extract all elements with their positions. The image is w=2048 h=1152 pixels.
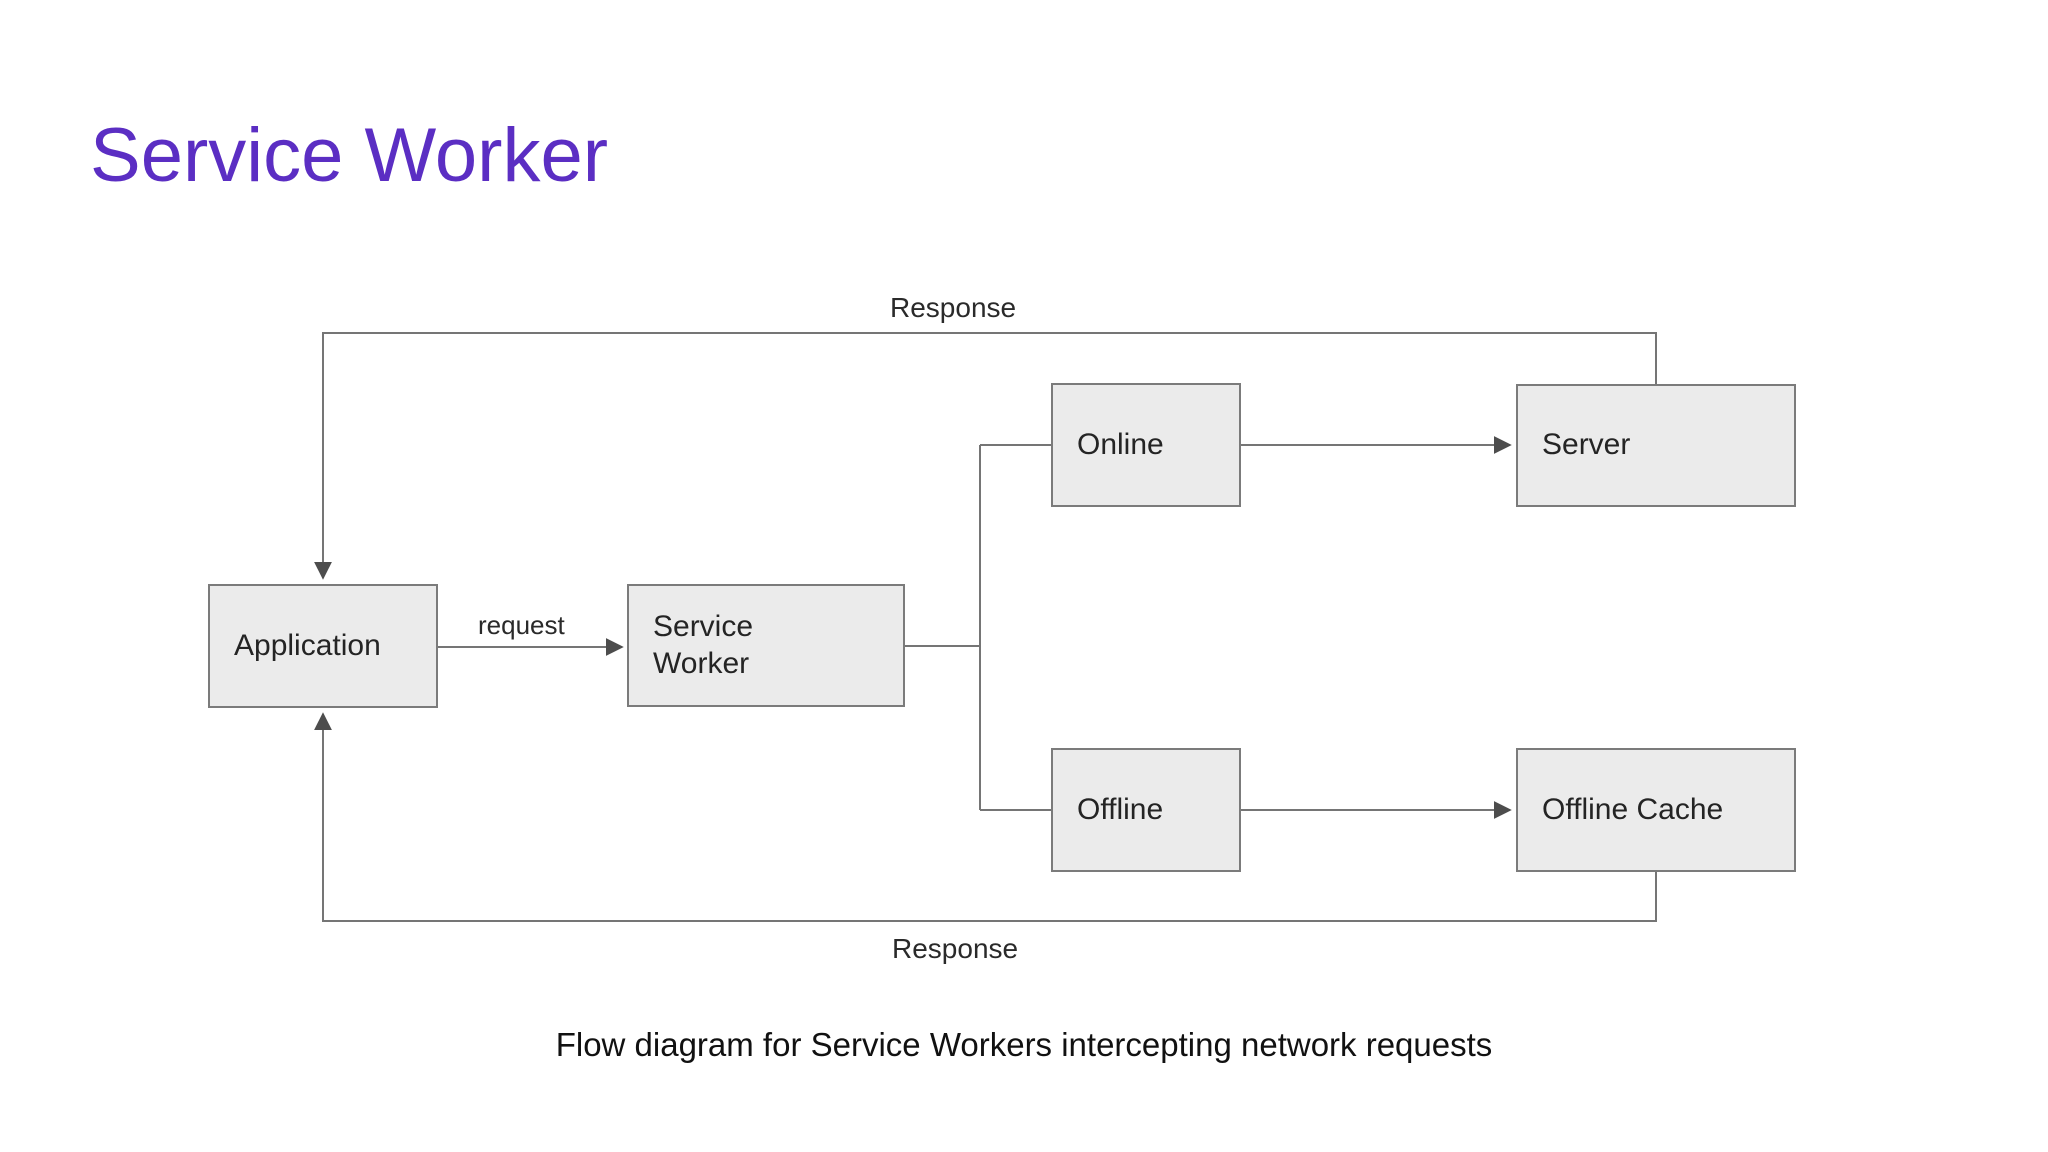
node-online: Online xyxy=(1051,383,1241,507)
node-server: Server xyxy=(1516,384,1796,507)
node-service-worker: Service Worker xyxy=(627,584,905,707)
edge-label-response-top: Response xyxy=(890,292,1017,323)
node-online-label: Online xyxy=(1077,427,1164,461)
node-application: Application xyxy=(208,584,438,708)
node-offline-label: Offline xyxy=(1077,792,1164,826)
node-service-worker-label: Service Worker xyxy=(653,609,754,680)
node-application-label: Application xyxy=(234,628,381,662)
page-title: Service Worker xyxy=(90,113,609,198)
node-offline: Offline xyxy=(1051,748,1241,872)
diagram-caption: Flow diagram for Service Workers interce… xyxy=(555,1026,1493,1063)
edge-label-response-bottom: Response xyxy=(892,933,1019,964)
node-offline-cache-label: Offline Cache xyxy=(1542,792,1724,826)
edge-response-bottom-arrow xyxy=(314,712,1657,922)
node-offline-cache: Offline Cache xyxy=(1516,748,1796,872)
edge-label-request: request xyxy=(478,610,565,640)
node-server-label: Server xyxy=(1542,428,1631,462)
edge-response-top-arrow xyxy=(314,332,1657,580)
